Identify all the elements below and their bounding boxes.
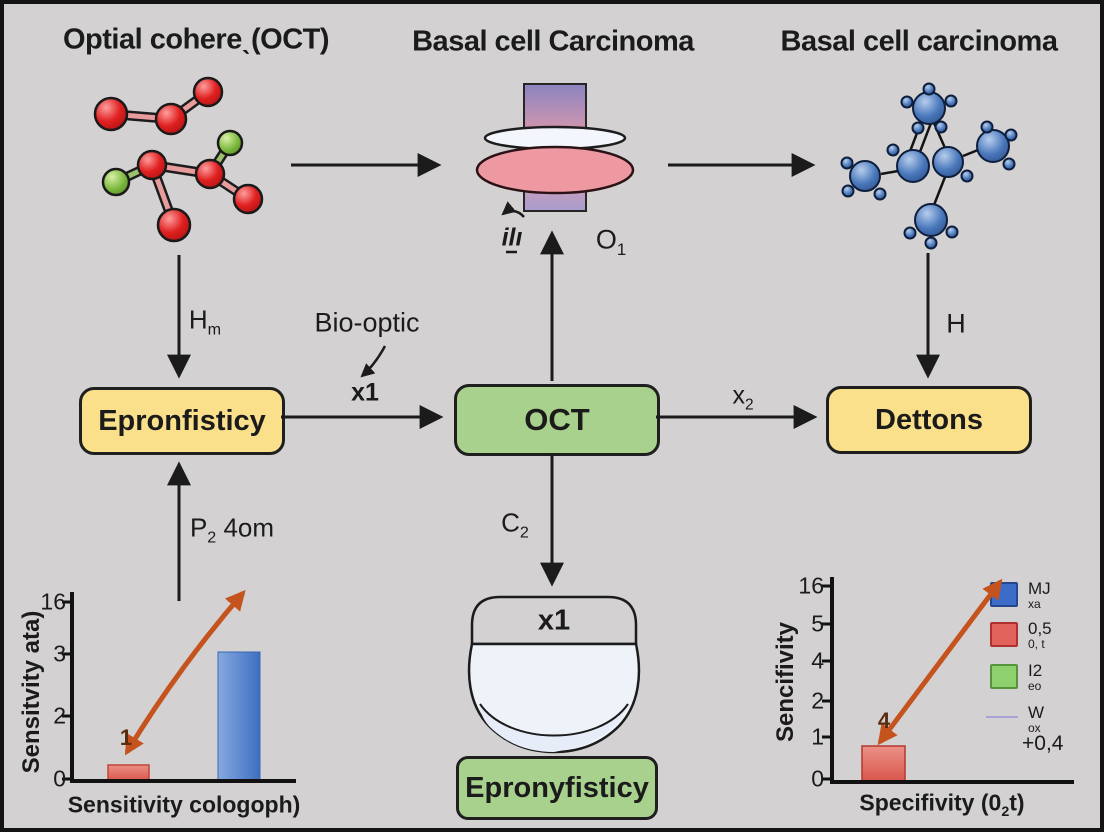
- legend-item-red: 0,5 0, t: [990, 620, 1052, 650]
- right-ytick-0: 0: [811, 765, 824, 792]
- left-chart-x-label: Sensitivity cologoph): [67, 791, 301, 818]
- trend-arrow-up: [124, 589, 246, 756]
- legend-swatch-line: [986, 716, 1018, 718]
- left-ytick-3: 3: [53, 640, 66, 667]
- left-chart-point-label: 1: [119, 725, 133, 750]
- right-ytick-2: 2: [811, 687, 824, 714]
- legend-item-blue: MJ xa: [990, 580, 1051, 610]
- right-ytick-16: 16: [798, 572, 824, 599]
- box-dettons: Dettons: [826, 386, 1032, 454]
- box-oct: OCT: [454, 384, 660, 456]
- left-ytick-0: 0: [53, 765, 66, 792]
- label-x1: x1: [351, 378, 379, 407]
- trend-arrow-down: [877, 578, 1003, 746]
- legend-extra: +0,4: [1022, 732, 1064, 755]
- optical-lens-stack-icon: [475, 83, 635, 212]
- right-ytick-1: 1: [811, 723, 824, 750]
- label-bio-optic: Bio-optic: [314, 307, 420, 338]
- label-x2: x2: [732, 381, 754, 414]
- box-epronfisticy: Epronfisticy: [79, 387, 285, 455]
- left-chart-y-label: Sensitvity ata): [18, 610, 45, 774]
- legend-item-line: W ox: [986, 704, 1044, 734]
- red-green-molecule-icon: [93, 76, 264, 243]
- left-ytick-2: 2: [53, 702, 66, 729]
- legend-item-green: I2 eo: [990, 662, 1042, 692]
- right-chart-x-label: Specifivity (02t): [859, 789, 1025, 821]
- flow-arrows: [167, 153, 940, 601]
- label-ili: ilı: [501, 223, 523, 252]
- title-left: Optial cohereˎ(OCT): [62, 23, 330, 56]
- left-chart-graphics: [62, 589, 296, 783]
- right-ytick-5: 5: [811, 610, 824, 637]
- legend-swatch-blue: [990, 582, 1018, 607]
- legend-swatch-green: [990, 664, 1018, 689]
- label-c2: C2: [501, 507, 529, 542]
- right-ytick-4: 4: [811, 647, 824, 674]
- title-right: Basal cell carcinoma: [780, 25, 1058, 58]
- box-epronyfisticy: Epronyfisticy: [456, 756, 658, 820]
- flask-header-label: x1: [537, 604, 571, 637]
- label-o1: O1: [595, 224, 627, 259]
- legend-swatch-red: [990, 622, 1018, 647]
- label-h: H: [946, 308, 966, 339]
- right-chart-y-label: Sencifivity: [772, 621, 799, 743]
- left-ytick-16: 16: [40, 588, 66, 615]
- right-chart-point-label: 4: [877, 708, 891, 733]
- label-h-m: Hm: [188, 304, 222, 339]
- blue-molecule-icon: [840, 82, 1018, 250]
- label-p2-4om: P2 4om: [189, 512, 275, 547]
- title-middle: Basal cell Carcinoma: [412, 25, 694, 58]
